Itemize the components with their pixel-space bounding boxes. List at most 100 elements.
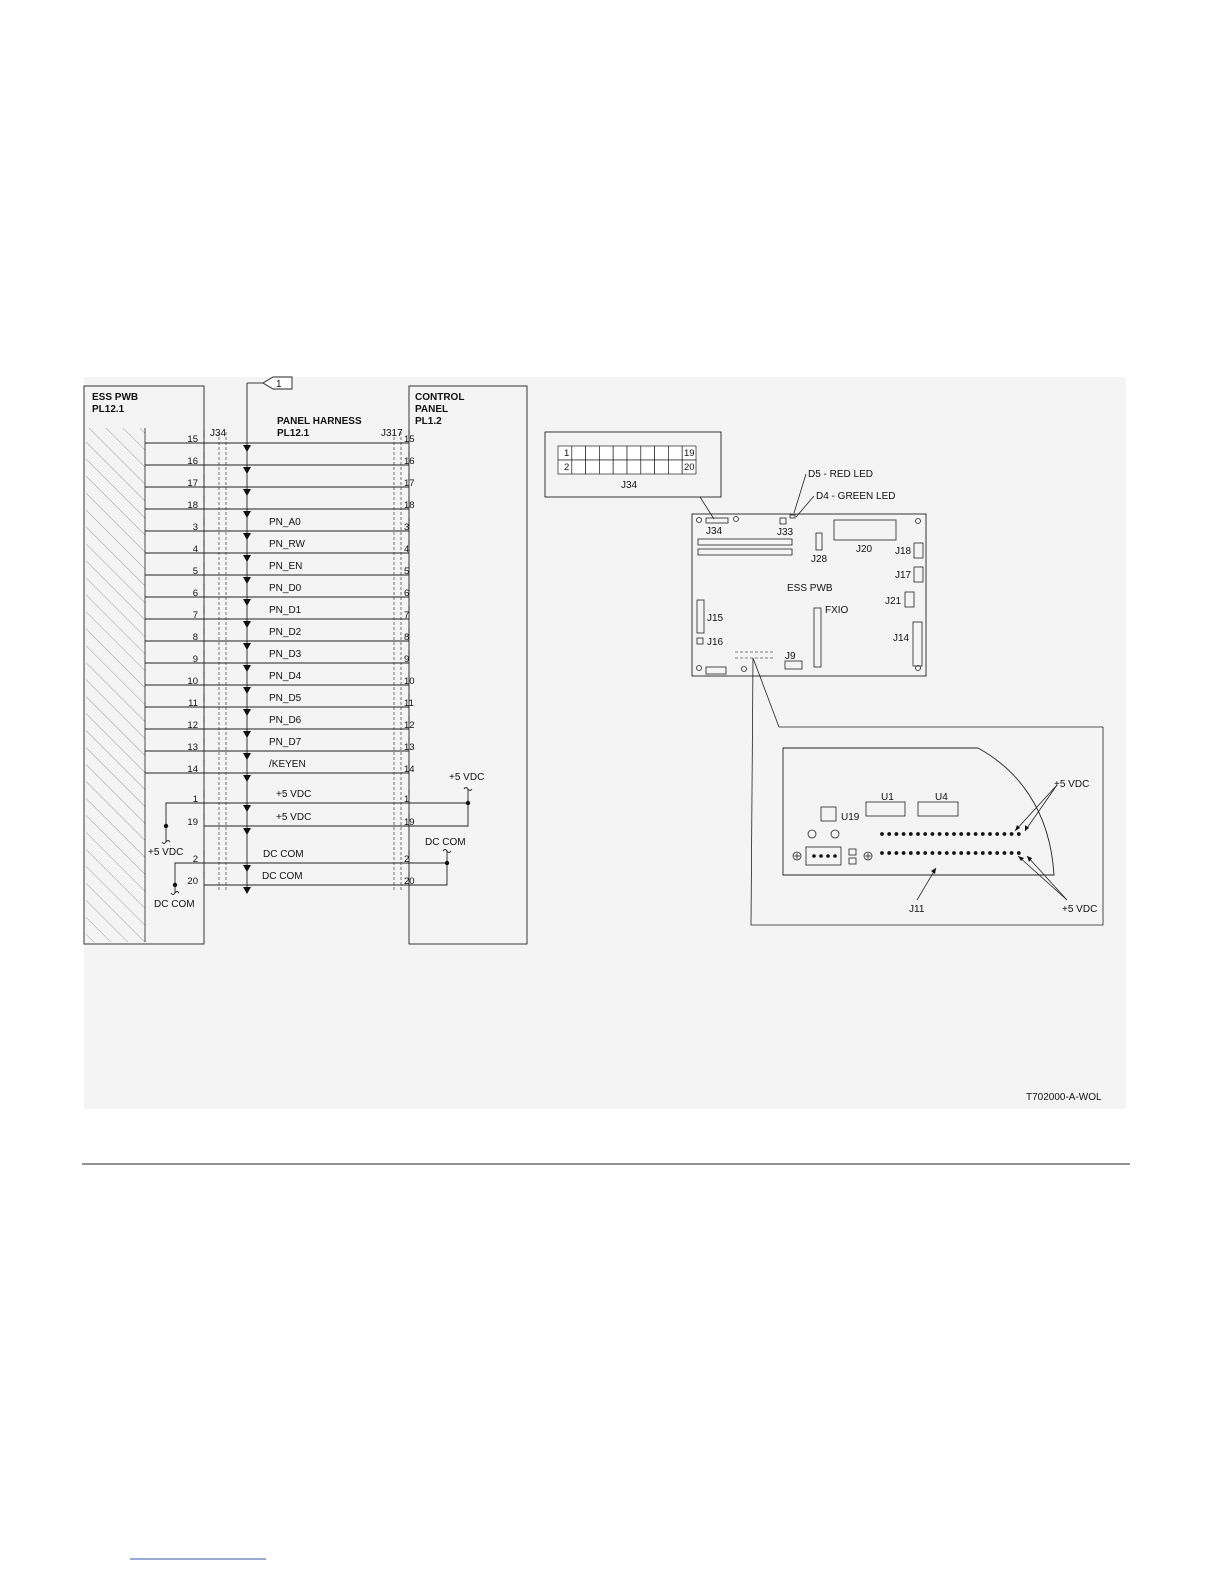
j34-pin-number: 4 [193,544,198,555]
signal-label: DC COM [263,849,304,860]
signal-label: PN_D2 [269,627,302,638]
j34-pin-cell [640,459,655,475]
j11-pin-dot [923,851,928,855]
j34-pin-number: 10 [187,676,198,687]
j34-pin-number: 9 [193,654,198,665]
j317-pin-number: 13 [404,742,415,753]
j34-pin-number: 13 [187,742,198,753]
left-dccom-label: DC COM [154,899,195,910]
signal-label: +5 VDC [276,812,311,823]
signal-label: PN_D5 [269,693,302,704]
j11-pin-dot [959,832,964,836]
signal-label: PN_D0 [269,583,302,594]
harness-title-2: PL12.1 [277,428,310,439]
wire-row: 1 1 +5 VDC [193,789,410,812]
figure-background [84,377,1126,1109]
j34-pin-number: 20 [187,876,198,887]
control-panel-title-3: PL1.2 [415,416,442,427]
j11-pin-dot [995,832,1000,836]
j34-pinout-inset: 1 2 19 20 J34 [544,431,722,520]
j11-pin-dot [988,851,992,855]
j34-pin-cell [599,445,614,461]
j34-pin-cell [571,445,586,461]
j34-pin-grid [557,445,697,475]
j34-pin-cell [668,445,683,461]
j317-pin-number: 7 [404,610,409,621]
j11-pin-dot [1016,832,1021,836]
harness-flag: 1 [247,376,293,390]
j11-pin-dot [952,851,956,855]
board-j9: J9 [785,651,796,662]
ess-pwb-block [83,385,205,945]
j11-pin-dot [894,832,899,836]
j34-pin-number: 17 [187,478,198,489]
ess-pwb-board: D5 - RED LED D4 - GREEN LED J34 J33 J20 … [691,469,927,677]
signal-label: PN_D3 [269,649,302,660]
signal-label: PN_D7 [269,737,302,748]
j34-pin-cell [626,459,642,475]
signal-label: +5 VDC [276,789,311,800]
control-panel-title-1: CONTROL [415,392,464,403]
board-j16: J16 [707,637,724,648]
j34-pin-number: 5 [193,566,198,577]
j317-pin-number: 14 [404,764,415,775]
j11-pin-dot [901,851,906,855]
j34-pin-1: 1 [564,448,569,459]
j317-pin-number: 15 [404,434,415,445]
j11-pin-dot [1002,832,1007,836]
j11-pin-dot [1009,832,1014,836]
detail-u4: U4 [935,792,948,803]
j317-pin-number: 1 [404,794,409,805]
j34-pin-cell [585,445,600,461]
j317-pin-number: 16 [404,456,415,467]
j34-pin-number: 15 [187,434,198,445]
j317-pin-number: 20 [404,876,415,887]
j34-pin-19: 19 [684,448,695,459]
j34-pin-cell [654,459,669,475]
j317-connector-label: J317 [381,428,403,439]
j11-pin-dot [1016,851,1021,855]
board-fxio: FXIO [825,605,849,616]
j34-pin-number: 1 [193,794,198,805]
detail-bottom-5vdc: +5 VDC [1062,904,1097,915]
j317-pin-number: 17 [404,478,415,489]
control-panel-title-2: PANEL [415,404,448,415]
board-j17: J17 [895,570,912,581]
signal-label: PN_A0 [269,517,301,528]
j317-pin-number: 12 [404,720,415,731]
signal-label: DC COM [262,871,303,882]
j34-pin-cell [668,459,683,475]
j11-pin-dot [1009,851,1014,855]
left-power-taps: +5 VDC DC COM [148,802,204,910]
signal-label: PN_D4 [269,671,302,682]
j34-pin-cell [571,459,586,475]
wire-row: 20 20 DC COM [187,871,415,894]
figure-id: T702000-A-WOL [1026,1092,1102,1103]
j34-pin-number: 6 [193,588,198,599]
j11-pin-dot [966,832,971,836]
j34-pin-number: 8 [193,632,198,643]
j11-pin-dot [937,832,942,836]
j11-pin-dot [937,851,942,855]
j11-pin-dot [901,832,906,836]
j11-pin-dot [988,832,992,836]
j11-pin-dot [966,851,971,855]
j317-pin-number: 5 [404,566,409,577]
j11-pin-dot [880,851,884,855]
signal-label: PN_RW [269,539,305,550]
j11-pin-dot [887,832,892,836]
j11-pin-dot [995,851,1000,855]
j11-pin-dot [916,832,920,836]
j34-pin-cell [654,445,669,461]
